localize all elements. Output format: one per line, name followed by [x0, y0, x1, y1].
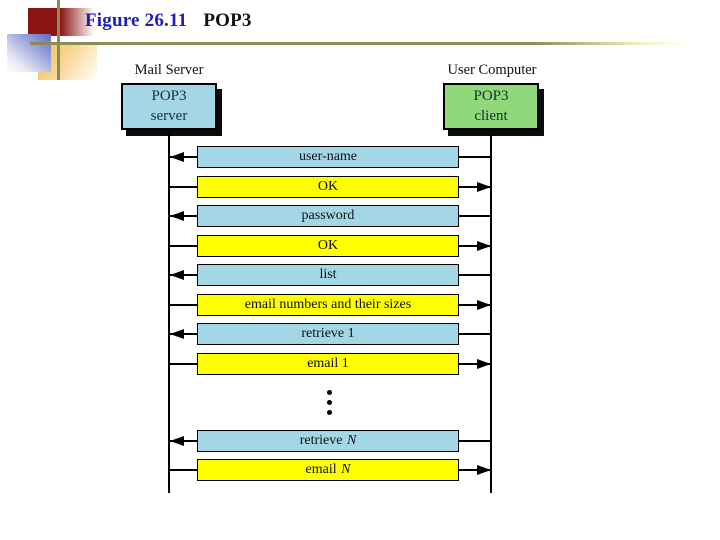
arrow-right-icon	[477, 182, 491, 192]
connector-line-left	[169, 304, 197, 306]
message-bar: user-name	[197, 146, 459, 168]
arrow-right-icon	[477, 300, 491, 310]
message-label: password	[301, 208, 355, 223]
message-label: email N	[305, 462, 351, 477]
pop3-server-box-line1: POP3	[151, 88, 187, 104]
figure-number: Figure 26.11	[85, 10, 188, 31]
message-label: email 1	[307, 356, 349, 371]
message-row: email numbers and their sizes	[0, 294, 720, 316]
arrow-left-icon	[170, 270, 184, 280]
pop3-client-box-line2: client	[474, 107, 508, 124]
arrow-left-icon	[170, 329, 184, 339]
message-label: email numbers and their sizes	[244, 297, 412, 312]
message-bar: retrieve N	[197, 430, 459, 452]
message-row: password	[0, 205, 720, 227]
message-bar: password	[197, 205, 459, 227]
message-label: OK	[317, 179, 339, 194]
message-bar: email N	[197, 459, 459, 481]
connector-line-right	[459, 469, 491, 471]
red-square	[28, 8, 58, 36]
ellipsis-dot	[327, 390, 332, 395]
blue-gradient-square	[7, 34, 51, 72]
pop3-server-box-line2: server	[150, 107, 188, 124]
arrow-right-icon	[477, 241, 491, 251]
accent-vertical-line	[57, 0, 60, 80]
title-rule	[30, 42, 690, 45]
connector-line-right	[459, 215, 491, 217]
slide-title: Figure 26.11 POP3	[85, 10, 252, 32]
message-row: retrieve 1	[0, 323, 720, 345]
message-row: user-name	[0, 146, 720, 168]
arrow-left-icon	[170, 436, 184, 446]
message-row: email 1	[0, 353, 720, 375]
arrow-right-icon	[477, 359, 491, 369]
message-row: email N	[0, 459, 720, 481]
arrow-right-icon	[477, 465, 491, 475]
pop3-client-box: POP3 client	[443, 83, 539, 130]
message-row: OK	[0, 235, 720, 257]
arrow-left-icon	[170, 152, 184, 162]
message-bar: list	[197, 264, 459, 286]
connector-line-left	[169, 186, 197, 188]
pop3-server-box: POP3 server	[121, 83, 217, 130]
user-computer-label: User Computer	[447, 62, 537, 78]
connector-line-right	[459, 186, 491, 188]
connector-line-right	[459, 274, 491, 276]
connector-line-right	[459, 363, 491, 365]
client-lifeline	[490, 134, 492, 493]
connector-line-left	[169, 469, 197, 471]
message-row: OK	[0, 176, 720, 198]
connector-line-left	[169, 363, 197, 365]
message-label: retrieve N	[299, 433, 357, 448]
ellipsis-dot	[327, 410, 332, 415]
pop3-client-box-line1: POP3	[473, 88, 509, 104]
ellipsis-dot	[327, 400, 332, 405]
connector-line-right	[459, 333, 491, 335]
message-label: retrieve 1	[301, 326, 355, 341]
connector-line-right	[459, 440, 491, 442]
connector-line-right	[459, 156, 491, 158]
message-bar: OK	[197, 235, 459, 257]
message-bar: retrieve 1	[197, 323, 459, 345]
message-label: user-name	[298, 149, 358, 164]
connector-line-right	[459, 245, 491, 247]
message-row: list	[0, 264, 720, 286]
message-bar: OK	[197, 176, 459, 198]
red-fade-square	[60, 8, 97, 36]
figure-subject: POP3	[203, 10, 252, 31]
message-row: retrieve N	[0, 430, 720, 452]
message-label: OK	[317, 238, 339, 253]
connector-line-left	[169, 245, 197, 247]
message-bar: email numbers and their sizes	[197, 294, 459, 316]
server-lifeline	[168, 134, 170, 493]
mail-server-label: Mail Server	[134, 62, 204, 78]
message-label: list	[319, 267, 337, 282]
message-bar: email 1	[197, 353, 459, 375]
arrow-left-icon	[170, 211, 184, 221]
connector-line-right	[459, 304, 491, 306]
